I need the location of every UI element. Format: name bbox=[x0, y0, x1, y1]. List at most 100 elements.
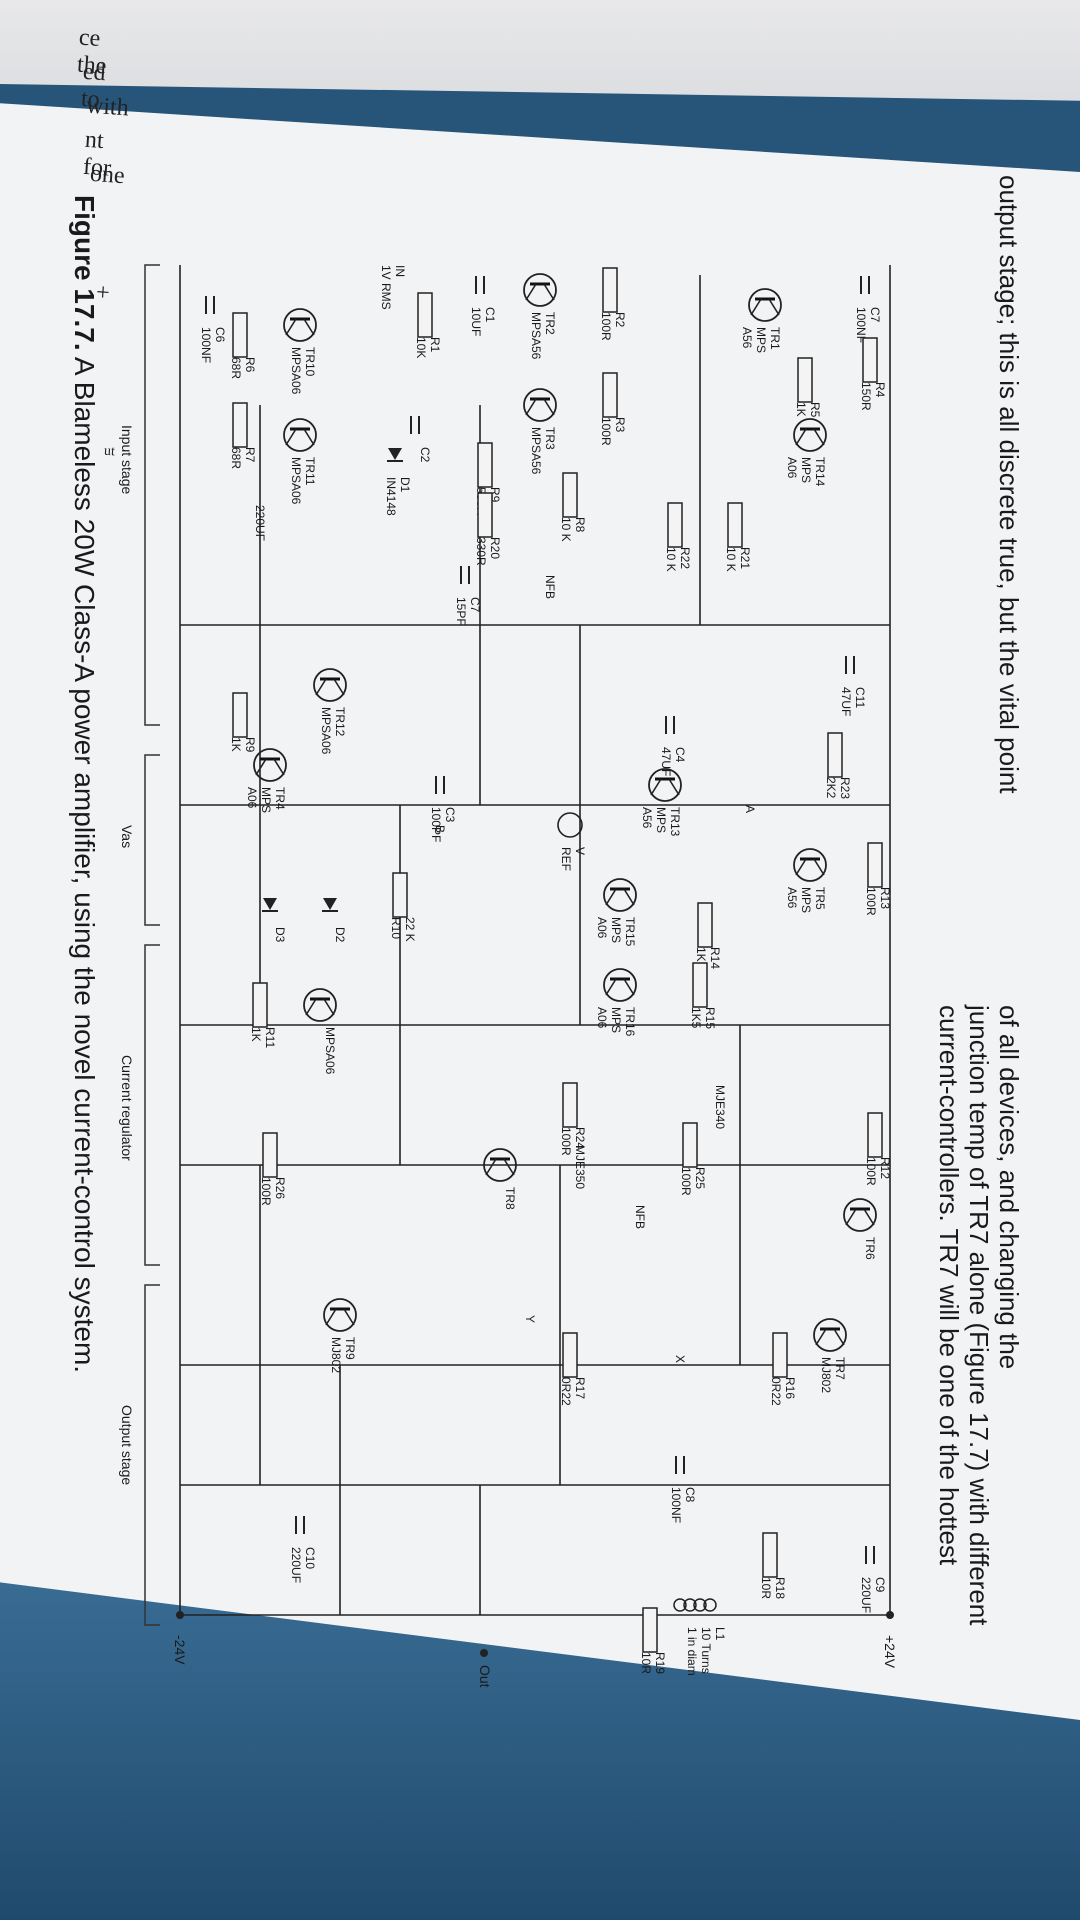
component-label: R6 bbox=[243, 357, 257, 373]
transistor-symbol bbox=[603, 968, 637, 1002]
rail-pos-label: +24V bbox=[882, 1635, 898, 1669]
section-label-vas: Vas bbox=[119, 825, 135, 848]
component-label: A06 bbox=[595, 917, 609, 939]
component-label: IN4148 bbox=[384, 477, 398, 516]
component-label: 47UF bbox=[659, 747, 673, 776]
component-label: 1K bbox=[694, 947, 708, 962]
component-tr8: TR8 bbox=[483, 1148, 517, 1210]
transistor-emitter bbox=[605, 888, 617, 906]
component-label: C6 bbox=[213, 327, 227, 343]
component-label: TR16 bbox=[623, 1007, 637, 1037]
transistor-collector bbox=[623, 978, 635, 996]
component-label: D3 bbox=[273, 927, 287, 943]
component-label: 220UF bbox=[289, 1547, 303, 1583]
figure-caption: Figure 17.7. A Blameless 20W Class-A pow… bbox=[69, 195, 100, 1373]
component-label: TR15 bbox=[623, 917, 637, 947]
transistor-collector bbox=[668, 778, 680, 796]
component-tr9ctl: MPSA06 bbox=[303, 988, 337, 1075]
schematic-wires bbox=[179, 265, 891, 1616]
transistor-symbol bbox=[323, 1298, 357, 1332]
component-label: R26 bbox=[273, 1177, 287, 1199]
component-label: 0R22 bbox=[559, 1377, 573, 1406]
component-label: 1V RMS bbox=[379, 265, 393, 310]
section-label-input: Input stage bbox=[119, 425, 135, 494]
transistor-emitter bbox=[845, 1208, 857, 1226]
component-label: MJE340 bbox=[713, 1085, 727, 1129]
component-b: B bbox=[433, 825, 447, 833]
component-label: A56 bbox=[640, 807, 654, 829]
component-label: 1K bbox=[249, 1027, 263, 1042]
component-label: X bbox=[673, 1355, 687, 1363]
resistor-symbol bbox=[797, 357, 813, 403]
resistor-symbol bbox=[562, 1082, 578, 1128]
component-label: 10R bbox=[639, 1652, 653, 1674]
component-label: R20 bbox=[488, 537, 502, 559]
component-label: MPS bbox=[609, 917, 623, 943]
component-label: NFB bbox=[543, 575, 557, 599]
transistor-collector bbox=[333, 678, 345, 696]
component-label: R25 bbox=[693, 1167, 707, 1189]
component-label: R18 bbox=[773, 1577, 787, 1599]
diode-symbol bbox=[323, 898, 337, 910]
component-label: A bbox=[743, 805, 757, 813]
resistor-symbol bbox=[562, 472, 578, 518]
component-label: L1 bbox=[713, 1627, 727, 1641]
component-label: MPS bbox=[654, 807, 668, 833]
component-label: R23 bbox=[838, 777, 852, 799]
transistor-symbol bbox=[603, 878, 637, 912]
vref-source bbox=[557, 812, 583, 838]
component-label: R5 bbox=[808, 402, 822, 418]
component-label: MPSA56 bbox=[529, 312, 543, 360]
component-label: R10 bbox=[389, 917, 403, 939]
component-label: C7 bbox=[468, 597, 482, 613]
component-label: 1 in diam bbox=[685, 1627, 699, 1676]
component-label: IN bbox=[393, 265, 407, 277]
inductor-turn bbox=[673, 1598, 687, 1612]
component-label: TR7 bbox=[833, 1357, 847, 1380]
component-label: MJE350 bbox=[573, 1145, 587, 1189]
component-label: D2 bbox=[333, 927, 347, 943]
resistor-symbol bbox=[602, 372, 618, 418]
component-label: C3 bbox=[443, 807, 457, 823]
transistor-collector bbox=[543, 283, 555, 301]
resistor-symbol bbox=[232, 402, 248, 448]
resistor-symbol bbox=[727, 502, 743, 548]
transistor-emitter bbox=[315, 678, 327, 696]
component-label: A06 bbox=[785, 457, 799, 479]
component-label: R19 bbox=[653, 1652, 667, 1674]
transistor-emitter bbox=[650, 778, 662, 796]
component-label: 10 K bbox=[664, 547, 678, 572]
component-label: 150R bbox=[859, 382, 873, 411]
diode-symbol bbox=[263, 898, 277, 910]
component-label: 10 K bbox=[724, 547, 738, 572]
rail-pos-terminal bbox=[886, 1611, 894, 1619]
resistor-symbol bbox=[562, 1332, 578, 1378]
transistor-symbol bbox=[523, 388, 557, 422]
component-label: 100R bbox=[259, 1177, 273, 1206]
component-c2: C2 bbox=[410, 416, 432, 463]
component-mje350: MJE350 bbox=[573, 1145, 587, 1189]
component-label: TR10 bbox=[303, 347, 317, 377]
component-label: A56 bbox=[740, 327, 754, 349]
component-label: 68R bbox=[229, 447, 243, 469]
component-label: R7 bbox=[243, 447, 257, 463]
component-label: C9 bbox=[873, 1577, 887, 1593]
transistor-collector bbox=[273, 758, 285, 776]
transistor-emitter bbox=[525, 398, 537, 416]
